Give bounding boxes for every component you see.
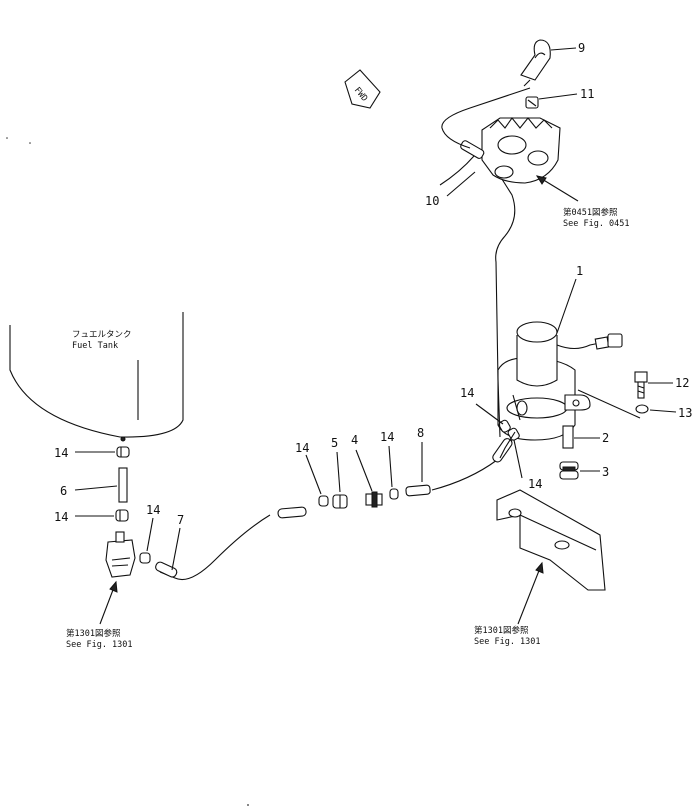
tank-outlet-clamp [116,446,130,458]
lower-clamp [115,509,129,522]
hose-8 [405,484,431,497]
callout-4: 4 [351,433,358,447]
ref-1301-right-jp: 第1301図参照 [474,625,529,636]
arrowheads [109,175,547,593]
callout-9: 9 [578,41,585,55]
callout-3: 3 [602,465,609,479]
return-line [495,175,516,438]
middle-clamp-14 [318,495,329,507]
pump-bracket [496,489,606,591]
bolt-12 [634,371,648,399]
callout-8: 8 [417,426,424,440]
callout-13: 13 [678,406,692,420]
part-4-valve [365,491,383,508]
carburetor [460,117,561,184]
fuel-tank [9,312,184,442]
washer-13 [635,404,649,414]
hook-tie [523,79,531,87]
fuel-tank-label-en: Fuel Tank [72,341,118,351]
callout-14-filter: 14 [146,503,160,517]
callout-14-mid-left: 14 [295,441,309,455]
part-9-hook [520,39,551,81]
fuel-pump [497,321,623,441]
callout-14-pump: 14 [460,386,474,400]
ref-0451-en: See Fig. 0451 [563,219,630,229]
scan-specks [6,137,249,806]
fwd-arrow-icon: FWD [344,69,381,109]
hose-6 [118,467,128,503]
callout-14-lower: 14 [54,510,68,524]
callout-5: 5 [331,436,338,450]
part-2-spacer [562,425,574,449]
part-3-grommet [559,461,579,480]
callout-10: 10 [425,194,439,208]
part-11-clip [525,96,539,109]
callout-14-mid-right: 14 [380,430,394,444]
ref-1301-left-jp: 第1301図参照 [66,628,121,639]
callout-11: 11 [580,87,594,101]
callout-1: 1 [576,264,583,278]
hose-7 [155,561,178,578]
clamp-14-near-8 [389,488,399,500]
fuel-line-7 [159,514,271,581]
pump-inlet-line [499,431,516,459]
pump-hose-in [492,438,513,463]
callout-14-tank: 14 [54,446,68,460]
ref-1301-left-en: See Fig. 1301 [66,640,133,650]
fuel-tank-label-jp: フュエルタンク [72,330,132,340]
line-10 [441,87,531,149]
callout-2: 2 [602,431,609,445]
part-5-fitting [332,494,348,509]
leader-lines [74,47,677,625]
ref-1301-right-en: See Fig. 1301 [474,637,541,647]
fuel-filter [105,531,136,578]
callout-7: 7 [177,513,184,527]
filter-clamp-14 [139,552,151,564]
hose-end-left [277,506,307,519]
callout-14-pump-lower: 14 [528,477,542,491]
line-10-lower [439,155,475,186]
ref-0451-jp: 第0451図参照 [563,207,618,218]
callout-6: 6 [60,484,67,498]
callout-12: 12 [675,376,689,390]
